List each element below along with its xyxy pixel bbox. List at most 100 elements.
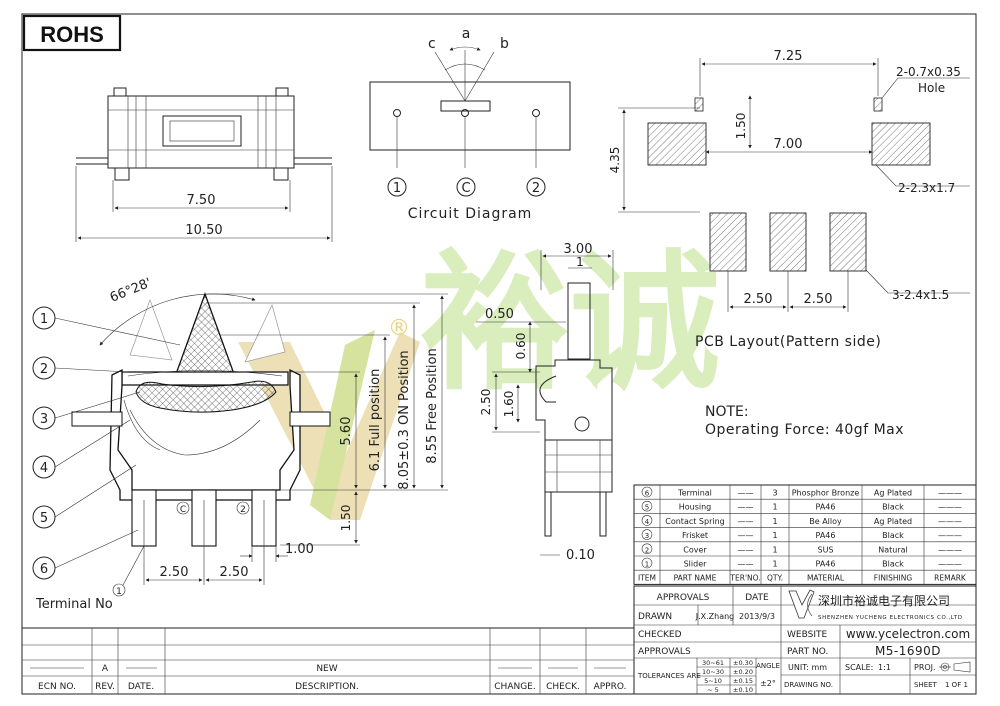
bom-name-3: Frisket: [682, 531, 708, 540]
checked-label: CHECKED: [638, 630, 682, 640]
bom-name-2: Cover: [683, 545, 707, 554]
bom-qty-3: 1: [772, 531, 777, 540]
dim-full-position: 6.1 Full position: [368, 369, 383, 472]
bom-remark-2: ———: [938, 545, 962, 554]
bom-material-1: PA46: [816, 560, 836, 569]
circuit-pin-c: C: [461, 181, 470, 196]
bom-name-4: Contact Spring: [665, 517, 724, 526]
bom-header-3: QTY.: [767, 574, 783, 583]
pcb-pad-note-1: 2-2.3x1.7: [898, 181, 955, 195]
bom-remark-4: ———: [938, 517, 962, 526]
bom-material-4: Be Alloy: [809, 517, 842, 526]
callout-1: 1: [32, 306, 181, 346]
scale-value: 1:1: [878, 663, 891, 672]
bom-material-5: PA46: [816, 503, 836, 512]
circuit-pin-1: 1: [393, 181, 401, 196]
side-dim-1: 1: [576, 255, 584, 269]
bom-qty-5: 1: [772, 503, 777, 512]
front-pin-2: 2: [240, 505, 246, 515]
angle-label: ANGLE: [756, 662, 780, 670]
pcb-dim-7-25: 7.25: [774, 49, 803, 64]
website-url: www.ycelectron.com: [846, 627, 970, 641]
pcb-dim-7-00: 7.00: [774, 137, 803, 152]
svg-text:30~61: 30~61: [702, 659, 724, 667]
side-dim-0-10: 0.10: [566, 548, 595, 563]
bom-header-6: REMARK: [934, 574, 967, 583]
date-header: DATE: [745, 593, 769, 603]
bom-qty-1: 1: [772, 560, 777, 569]
watermark-chars: 裕诚: [420, 237, 720, 411]
callout-4: 4: [32, 419, 131, 479]
svg-text:3: 3: [40, 412, 48, 427]
svg-text:5: 5: [40, 511, 48, 526]
dim-7-50: 7.50: [187, 193, 216, 208]
rev-header-ecn: ECN NO.: [38, 682, 76, 692]
projection-symbol-icon: [939, 661, 971, 673]
side-dim-0-50: 0.50: [485, 307, 514, 322]
pcb-dim-2-50-b: 2.50: [804, 292, 833, 307]
angle-value: ±2°: [760, 679, 776, 688]
note-operating-force: Operating Force: 40gf Max: [705, 422, 904, 438]
drawing-no-label: DRAWING NO.: [784, 681, 833, 689]
callout-2: 2: [32, 356, 129, 380]
bom-no-4: 4: [645, 518, 650, 526]
rohs-label: ROHS: [40, 22, 104, 47]
bom-material-3: PA46: [816, 531, 836, 540]
bom-finish-1: Black: [882, 560, 904, 569]
rev-header-date: DATE.: [128, 682, 154, 692]
company-name-en: SHENZHEN YUCHENG ELECTRONICS CO.,LTD: [818, 615, 963, 621]
terminal-no-1: 1: [116, 587, 122, 597]
svg-text:±0.15: ±0.15: [733, 677, 753, 685]
title-block: APPROVALS DATE DRAWN J.X.Zhang 2013/9/3 …: [633, 585, 977, 695]
bom-header-1: PART NAME: [674, 574, 717, 583]
sheet-value: 1 OF 1: [945, 681, 968, 689]
side-dim-3-00: 3.00: [564, 242, 593, 257]
approvals-header: APPROVALS: [657, 593, 710, 603]
pcb-dim-2-50-a: 2.50: [744, 292, 773, 307]
rev-header-check: CHECK.: [546, 682, 580, 692]
svg-text:5~10: 5~10: [704, 677, 722, 685]
bom-material-2: SUS: [817, 545, 833, 554]
svg-text:±0.20: ±0.20: [733, 668, 753, 676]
pcb-caption: PCB Layout(Pattern side): [695, 334, 881, 350]
pcb-dim-4-35: 4.35: [608, 147, 622, 174]
bom-finish-3: Black: [882, 531, 904, 540]
front-view: 66°28' C 2 1 2: [32, 276, 448, 612]
approvals-label: APPROVALS: [638, 647, 691, 657]
svg-text:10~30: 10~30: [702, 668, 724, 676]
bom-material-6: Phosphor Bronze: [792, 489, 860, 498]
bom-remark-3: ———: [938, 531, 962, 540]
pcb-hole-label: Hole: [918, 81, 945, 95]
terminal-no-label: Terminal No: [35, 597, 113, 612]
bom-qty-6: 3: [772, 489, 777, 498]
circuit-caption: Circuit Diagram: [408, 206, 533, 222]
tolerances-label: TOLERANCES ARE: [637, 672, 701, 680]
bom-ter-3: ——: [738, 531, 754, 540]
callout-6: 6: [32, 529, 139, 580]
circuit-label-c: c: [428, 36, 436, 52]
company-name-cn: 深圳市裕诚电子有限公司: [818, 593, 950, 608]
bom-name-5: Housing: [679, 503, 712, 512]
angle-66-28: 66°28': [108, 276, 154, 306]
bom-header-5: FINISHING: [874, 574, 913, 583]
bom-ter-1: ——: [738, 560, 754, 569]
dim-free-position: 8.55 Free Position: [425, 348, 440, 463]
bom-no-5: 5: [645, 504, 649, 512]
bom-remark-5: ———: [938, 503, 962, 512]
revision-block: A NEW ECN NO. REV. DATE. DESCRIPTION. CH…: [22, 627, 634, 694]
bom-header-4: MATERIAL: [807, 574, 845, 583]
bom-no-2: 2: [645, 546, 649, 554]
watermark-logo: ® 裕诚: [238, 237, 720, 520]
dim-10-50: 10.50: [185, 223, 222, 238]
bom-qty-2: 1: [772, 545, 777, 554]
rev-header-description: DESCRIPTION.: [295, 682, 359, 692]
bom-finish-5: Black: [882, 503, 904, 512]
circuit-label-a: a: [462, 26, 471, 42]
dim-1-50-front: 1.50: [339, 505, 353, 532]
bom-ter-6: ——: [738, 489, 754, 498]
rev-header-change: CHANGE.: [494, 682, 535, 692]
drawn-date: 2013/9/3: [739, 612, 775, 621]
callout-5: 5: [32, 464, 137, 529]
